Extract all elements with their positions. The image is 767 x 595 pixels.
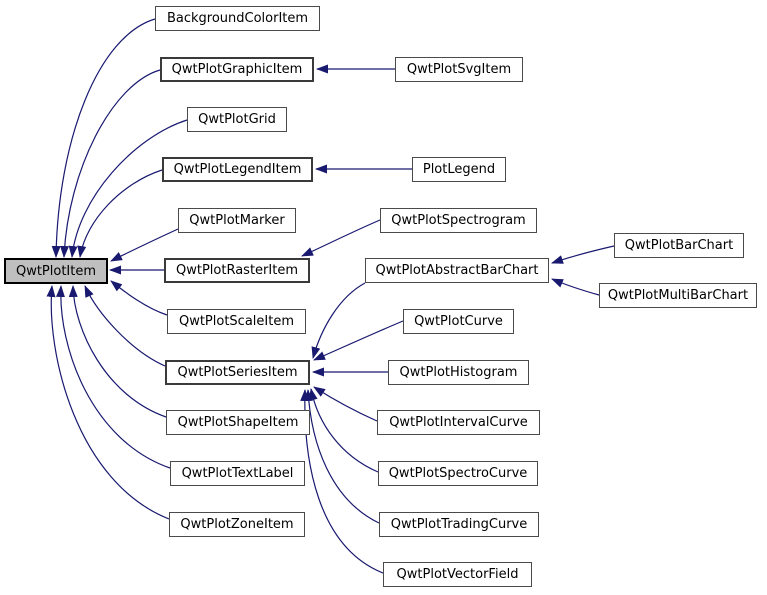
class-node-backgroundcoloritem[interactable]: BackgroundColorItem: [155, 6, 320, 31]
class-node-label: QwtPlotAbstractBarChart: [375, 263, 539, 278]
inheritance-edge-qwtplotabstractbarchart-to-qwtplotseriesitem: [311, 282, 366, 359]
inheritance-edge-qwtplotvectorfield-to-qwtplotseriesitem: [300, 389, 384, 574]
class-node-label: QwtPlotBarChart: [624, 238, 734, 253]
class-node-qwtplotvectorfield[interactable]: QwtPlotVectorField: [383, 562, 532, 587]
class-node-label: QwtPlotCurve: [414, 314, 503, 329]
inheritance-edge-qwtplotscaleitem-to-qwtplotitem: [110, 280, 168, 316]
class-node-label: QwtPlotTradingCurve: [390, 517, 528, 532]
class-node-qwtplotcurve[interactable]: QwtPlotCurve: [403, 309, 514, 334]
class-node-label: QwtPlotIntervalCurve: [389, 415, 528, 430]
class-node-label: QwtPlotScaleItem: [178, 314, 295, 329]
class-node-qwtplotmultibarchart[interactable]: QwtPlotMultiBarChart: [599, 283, 757, 308]
class-node-label: QwtPlotLegendItem: [173, 162, 302, 177]
class-node-qwtplotintervalcurve[interactable]: QwtPlotIntervalCurve: [377, 410, 540, 435]
class-node-qwtplotshapeitem[interactable]: QwtPlotShapeItem: [166, 410, 310, 435]
class-node-label: QwtPlotZoneItem: [180, 517, 294, 532]
inheritance-edge-qwtplotbarchart-to-qwtplotabstractbarchart: [551, 245, 615, 264]
class-node-qwtplotabstractbarchart[interactable]: QwtPlotAbstractBarChart: [365, 258, 549, 283]
class-node-qwtplottextlabel[interactable]: QwtPlotTextLabel: [170, 461, 305, 486]
inheritance-edge-qwtplotzoneitem-to-qwtplotitem: [46, 285, 170, 520]
class-node-label: QwtPlotSpectrogram: [391, 213, 526, 228]
class-node-qwtplotzoneitem[interactable]: QwtPlotZoneItem: [169, 512, 305, 537]
inheritance-edge-qwtplotgrid-to-qwtplotitem: [68, 119, 188, 258]
inheritance-edge-qwtplotmarker-to-qwtplotitem: [110, 228, 179, 262]
class-node-qwtplotlegenditem[interactable]: QwtPlotLegendItem: [162, 157, 313, 182]
inheritance-edge-qwtplottradingcurve-to-qwtplotseriesitem: [304, 389, 380, 524]
inheritance-edge-qwtplotshapeitem-to-qwtplotitem: [68, 285, 167, 418]
class-node-label: QwtPlotMultiBarChart: [607, 288, 749, 303]
inheritance-edge-qwtplotseriesitem-to-qwtplotitem: [84, 285, 166, 367]
class-node-label: QwtPlotTextLabel: [181, 466, 294, 481]
class-node-label: BackgroundColorItem: [166, 11, 309, 26]
class-node-qwtplotmarker[interactable]: QwtPlotMarker: [178, 208, 296, 233]
class-node-label: QwtPlotSeriesItem: [177, 365, 298, 380]
inheritance-edge-qwtplottextlabel-to-qwtplotitem: [55, 285, 171, 469]
class-node-plotlegend[interactable]: PlotLegend: [412, 157, 506, 182]
inheritance-edge-backgroundcoloritem-to-qwtplotitem: [51, 18, 156, 258]
class-node-qwtplotgraphicitem[interactable]: QwtPlotGraphicItem: [160, 57, 314, 82]
class-node-qwtplotitem: QwtPlotItem: [4, 258, 108, 284]
class-node-qwtplotspectrogram[interactable]: QwtPlotSpectrogram: [380, 208, 537, 233]
class-node-label: QwtPlotSvgItem: [406, 62, 512, 77]
class-node-label: QwtPlotSpectroCurve: [388, 466, 528, 481]
inheritance-edge-qwtplotgraphicitem-to-qwtplotitem: [60, 69, 161, 258]
inheritance-edge-qwtplotmultibarchart-to-qwtplotabstractbarchart: [551, 278, 600, 296]
inheritance-edge-qwtplotintervalcurve-to-qwtplotseriesitem: [313, 386, 378, 422]
class-node-qwtplothistogram[interactable]: QwtPlotHistogram: [388, 360, 529, 385]
class-node-label: QwtPlotGrid: [198, 112, 276, 127]
class-node-qwtplotbarchart[interactable]: QwtPlotBarChart: [614, 233, 744, 258]
class-node-label: QwtPlotHistogram: [399, 365, 518, 380]
class-node-qwtplotsvgitem[interactable]: QwtPlotSvgItem: [395, 57, 523, 82]
inheritance-edge-qwtplotspectrocurve-to-qwtplotseriesitem: [308, 388, 379, 473]
class-node-qwtplottradingcurve[interactable]: QwtPlotTradingCurve: [379, 512, 539, 537]
class-node-qwtplotspectrocurve[interactable]: QwtPlotSpectroCurve: [378, 461, 538, 486]
inheritance-edge-qwtplotspectrogram-to-qwtplotrasteritem: [301, 219, 381, 257]
class-node-qwtplotrasteritem[interactable]: QwtPlotRasterItem: [164, 258, 310, 283]
class-node-qwtplotseriesitem[interactable]: QwtPlotSeriesItem: [165, 360, 310, 385]
class-node-qwtplotgrid[interactable]: QwtPlotGrid: [187, 107, 287, 132]
class-node-label: QwtPlotItem: [15, 263, 97, 279]
inheritance-edge-qwtplotcurve-to-qwtplotseriesitem: [313, 320, 404, 361]
class-node-label: QwtPlotShapeItem: [177, 415, 299, 430]
class-node-label: QwtPlotVectorField: [396, 567, 519, 582]
inheritance-edge-qwtplotlegenditem-to-qwtplotitem: [77, 169, 163, 258]
class-node-label: QwtPlotGraphicItem: [171, 62, 303, 77]
class-node-label: PlotLegend: [422, 162, 496, 177]
class-node-label: QwtPlotMarker: [189, 213, 285, 228]
class-node-label: QwtPlotRasterItem: [176, 263, 298, 278]
class-node-qwtplotscaleitem[interactable]: QwtPlotScaleItem: [167, 309, 306, 334]
